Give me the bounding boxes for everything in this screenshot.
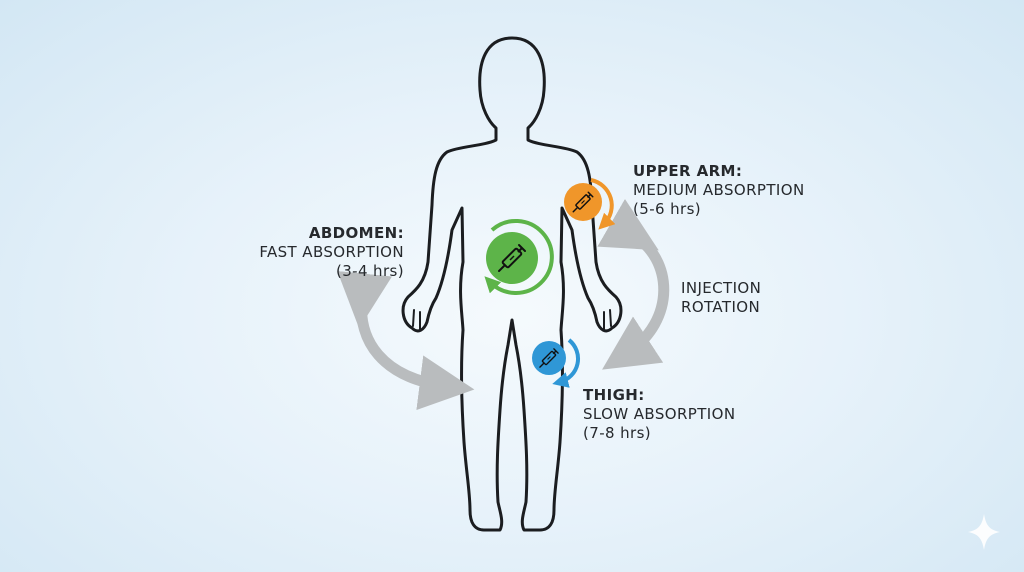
thigh-absorption: SLOW ABSORPTION xyxy=(583,405,736,423)
rotation-line-2: ROTATION xyxy=(681,298,761,316)
rotation-line-1: INJECTION xyxy=(681,279,762,297)
thigh-site-marker xyxy=(532,338,580,388)
rotation-arrow-right xyxy=(597,198,670,370)
upper-arm-site-marker xyxy=(564,178,616,230)
abdomen-title: ABDOMEN: xyxy=(308,224,404,242)
thigh-rotation-arc xyxy=(552,338,580,388)
upper-arm-rotation-arc xyxy=(590,178,616,230)
abdomen-absorption: FAST ABSORPTION xyxy=(259,243,404,261)
thigh-label: THIGH: SLOW ABSORPTION (7-8 hrs) xyxy=(583,386,735,443)
upper-arm-duration: (5-6 hrs) xyxy=(633,200,702,218)
abdomen-duration: (3-4 hrs) xyxy=(335,262,404,280)
upper-arm-absorption: MEDIUM ABSORPTION xyxy=(633,181,805,199)
abdomen-label: ABDOMEN: FAST ABSORPTION (3-4 hrs) xyxy=(259,224,404,281)
rotation-label: INJECTION ROTATION xyxy=(681,279,761,317)
abdomen-rotation-arc xyxy=(484,218,554,295)
thigh-title: THIGH: xyxy=(583,386,645,404)
abdomen-site-marker xyxy=(484,218,554,295)
rotation-arrow-left xyxy=(337,271,475,410)
upper-arm-label: UPPER ARM: MEDIUM ABSORPTION (5-6 hrs) xyxy=(633,162,805,219)
thigh-duration: (7-8 hrs) xyxy=(583,424,652,442)
upper-arm-title: UPPER ARM: xyxy=(633,162,743,180)
sparkle-icon xyxy=(968,514,1000,550)
